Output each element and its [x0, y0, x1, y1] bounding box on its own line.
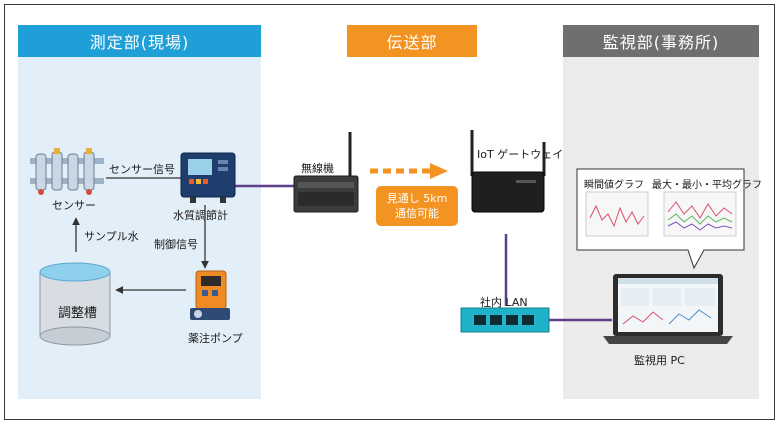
tank-label: 調整槽	[58, 306, 98, 321]
wireless-arrow-head	[430, 163, 448, 179]
gateway-device	[470, 130, 546, 213]
range-line1: 見通し 5km	[386, 192, 448, 205]
range-line2: 通信可能	[395, 207, 439, 220]
water-meter-device	[180, 152, 236, 203]
sample-water-label: サンプル水	[84, 230, 139, 243]
pump-device	[190, 270, 230, 320]
lan-switch	[460, 307, 550, 333]
lan-label: 社内 LAN	[480, 296, 528, 309]
gateway-label: IoT ゲートウェイ	[477, 148, 564, 161]
laptop-device	[603, 274, 733, 344]
pc-label: 監視用 PC	[634, 354, 685, 367]
diagram-frame	[4, 4, 775, 420]
sensor-device	[30, 148, 104, 195]
pump-label: 薬注ポンプ	[188, 332, 243, 345]
graph-stats-label: 最大・最小・平均グラフ	[652, 180, 762, 191]
range-badge: 見通し 5km 通信可能	[376, 186, 458, 226]
sensor-signal-label: センサー信号	[109, 163, 175, 176]
wireless-label: 無線機	[301, 162, 334, 175]
tank	[39, 262, 111, 346]
wireless-device	[293, 132, 359, 213]
monitor-header: 監視部(事務所)	[563, 25, 759, 57]
water-meter-label: 水質調節計	[173, 209, 228, 222]
control-signal-label: 制御信号	[154, 238, 198, 251]
graph-bubble	[576, 168, 745, 270]
sensor-label: センサー	[52, 199, 96, 212]
transmit-header: 伝送部	[347, 25, 477, 57]
graph-instant-label: 瞬間値グラフ	[584, 180, 644, 191]
measure-header: 測定部(現場)	[18, 25, 261, 57]
